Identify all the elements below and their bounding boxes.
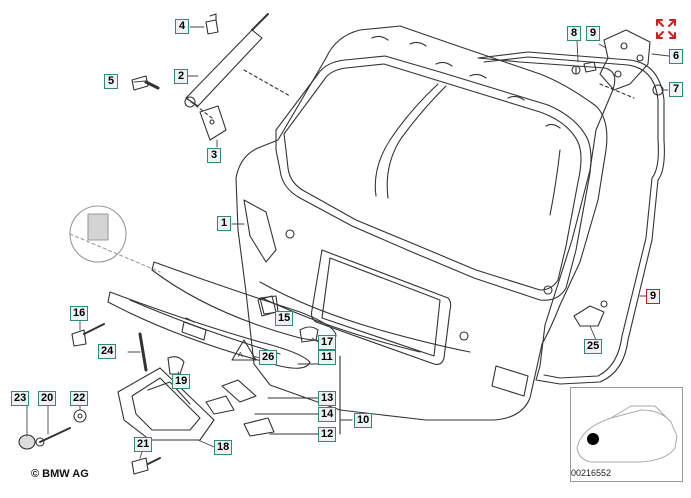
- callout-part-16[interactable]: 16: [70, 306, 89, 321]
- callout-part-1[interactable]: 1: [217, 216, 231, 231]
- callout-part-22[interactable]: 22: [70, 391, 89, 406]
- callout-part-9-hinge[interactable]: 9: [586, 26, 600, 41]
- callout-part-25[interactable]: 25: [584, 339, 603, 354]
- tailgate-outline: [235, 25, 608, 421]
- location-marker-icon: [587, 433, 599, 445]
- callout-part-19[interactable]: 19: [172, 374, 191, 389]
- callout-part-26[interactable]: 26: [259, 350, 278, 365]
- callout-part-15[interactable]: 15: [275, 311, 294, 326]
- callout-part-21[interactable]: 21: [134, 437, 153, 452]
- callout-part-5[interactable]: 5: [104, 74, 118, 89]
- car-silhouette: [576, 405, 678, 463]
- callout-part-12[interactable]: 12: [318, 427, 337, 442]
- callout-part-20[interactable]: 20: [38, 391, 57, 406]
- seal-outline: [477, 51, 665, 385]
- callout-part-24[interactable]: 24: [98, 344, 117, 359]
- copyright-text: © BMW AG: [31, 468, 89, 480]
- callout-part-14[interactable]: 14: [318, 407, 337, 422]
- expand-arrows-icon[interactable]: [654, 17, 678, 41]
- callout-part-7[interactable]: 7: [669, 82, 683, 97]
- callout-part-10[interactable]: 10: [354, 413, 373, 428]
- location-thumbnail: [570, 387, 683, 482]
- callout-part-8[interactable]: 8: [567, 26, 581, 41]
- plate-bracket: [117, 367, 215, 441]
- callout-part-13[interactable]: 13: [318, 391, 337, 406]
- hinge: [599, 29, 651, 91]
- gas-strut: [185, 29, 263, 107]
- callout-part-4[interactable]: 4: [175, 19, 189, 34]
- callout-part-17[interactable]: 17: [318, 335, 337, 350]
- callout-part-9-seal[interactable]: 9: [646, 289, 660, 304]
- image-reference-number: 00216552: [571, 468, 612, 478]
- rear-window: [275, 55, 592, 301]
- svg-text:A: A: [238, 352, 243, 359]
- callout-part-18[interactable]: 18: [214, 440, 233, 455]
- callout-part-23[interactable]: 23: [11, 391, 30, 406]
- callout-part-3[interactable]: 3: [207, 148, 221, 163]
- callout-part-6[interactable]: 6: [669, 49, 683, 64]
- callout-part-2[interactable]: 2: [174, 69, 188, 84]
- warning-triangle: [231, 339, 257, 361]
- callout-part-11[interactable]: 11: [318, 350, 336, 365]
